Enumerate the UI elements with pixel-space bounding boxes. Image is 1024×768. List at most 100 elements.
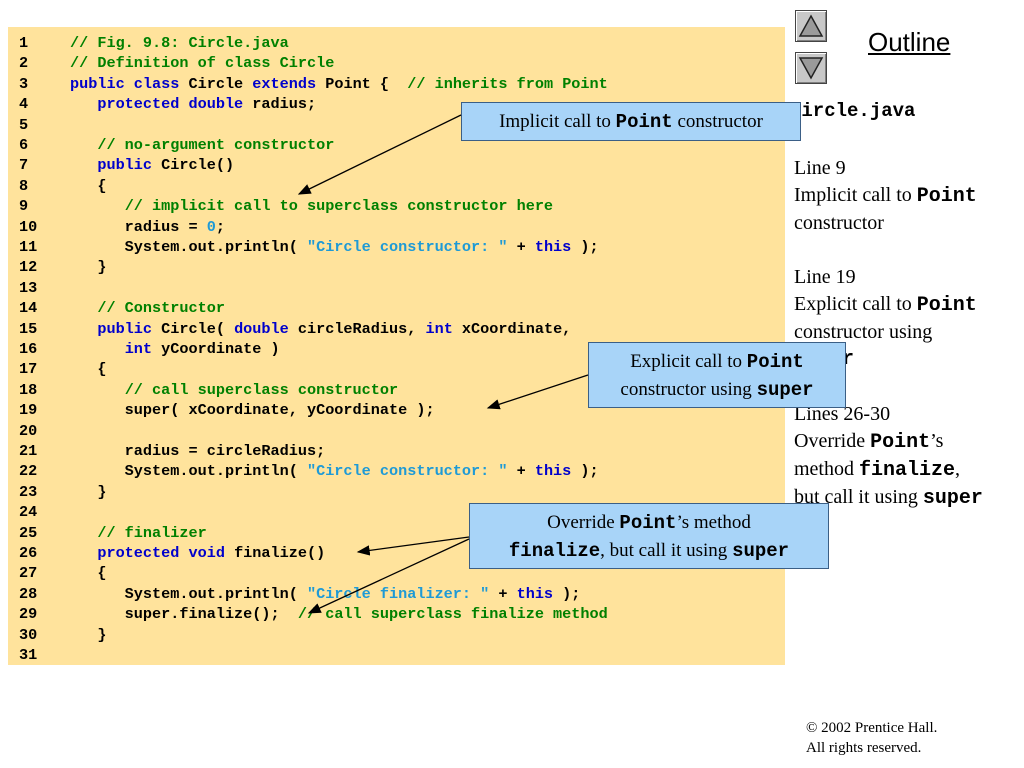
line-number: 28	[19, 584, 38, 603]
code-token: // Fig. 9.8: Circle.java	[70, 34, 289, 52]
line-number: 25	[19, 523, 38, 542]
code-text: int yCoordinate )	[70, 339, 280, 359]
previous-slide-button[interactable]	[795, 10, 827, 42]
code-token: // call superclass constructor	[124, 380, 399, 399]
callout-override-finalize: Override Point’s method finalize, but ca…	[469, 503, 829, 569]
line-number: 30	[19, 625, 38, 644]
code-token: radius;	[243, 95, 317, 114]
code-token: extends	[252, 74, 317, 93]
outline-link[interactable]: Outline	[868, 27, 951, 57]
code-text: // no-argument constructor	[70, 135, 334, 155]
line-number: 18	[19, 380, 38, 399]
note-body: Implicit call to Point	[794, 184, 977, 208]
code-token: +	[507, 462, 535, 481]
code-text: // Fig. 9.8: Circle.java	[70, 33, 289, 53]
code-token: System.out.println(	[70, 462, 307, 481]
code-token: }	[70, 258, 107, 277]
code-token: Circle	[179, 74, 253, 93]
note-heading: Line 9	[794, 157, 846, 179]
line-number: 26	[19, 544, 38, 562]
next-slide-button[interactable]	[795, 52, 827, 84]
side-note-lines26-30: Lines 26-30 Override Point’s method fina…	[794, 401, 983, 512]
code-token: System.out.println(	[70, 238, 307, 256]
copyright-line: All rights reserved.	[806, 740, 922, 756]
note-body: constructor	[794, 212, 884, 234]
line-number: 14	[19, 299, 38, 318]
line-number: 1	[19, 34, 29, 52]
line-number: 7	[19, 156, 29, 175]
code-text: public class Circle extends Point { // i…	[70, 74, 608, 94]
code-token: "Circle finalizer: "	[306, 584, 490, 603]
code-token: // Definition of class Circle	[70, 54, 335, 73]
code-token: radius = circleRadius;	[70, 442, 326, 460]
code-token: 0	[206, 217, 216, 236]
code-token: {	[70, 176, 107, 195]
copyright-line: © 2002 Prentice Hall.	[806, 720, 938, 736]
code-text: protected void finalize()	[70, 543, 325, 563]
code-token: // finalizer	[97, 523, 207, 542]
note-body: Override Point’s	[794, 430, 944, 454]
code-text: {	[70, 359, 106, 379]
code-token: {	[70, 360, 107, 379]
line-number: 20	[19, 421, 38, 440]
line-number: 15	[19, 319, 38, 338]
line-number: 21	[19, 442, 38, 460]
arrow-to-line29	[307, 538, 470, 614]
code-token: {	[70, 564, 107, 583]
code-token: // Constructor	[97, 299, 225, 318]
code-text: protected double radius;	[70, 94, 316, 114]
code-token: protected double	[97, 95, 244, 114]
code-text: // implicit call to superclass construct…	[70, 196, 553, 216]
line-number: 8	[19, 176, 29, 195]
code-token: }	[70, 625, 107, 644]
triangle-up-icon	[798, 14, 824, 37]
code-token: "Circle constructor: "	[306, 238, 508, 256]
line-number: 9	[19, 197, 29, 216]
code-token: this	[534, 238, 572, 256]
code-token: );	[571, 238, 599, 256]
line-number: 13	[19, 278, 38, 297]
code-token: this	[534, 462, 572, 481]
line-number: 11	[19, 238, 38, 256]
line-number: 2	[19, 54, 29, 73]
code-text: {	[70, 563, 106, 583]
code-text: // Constructor	[70, 298, 225, 318]
line-number: 4	[19, 95, 29, 114]
code-text: System.out.println( "Circle constructor:…	[70, 461, 599, 481]
code-text: System.out.println( "Circle constructor:…	[70, 237, 599, 257]
arrow-to-line26	[356, 536, 470, 556]
arrow-to-line9	[297, 114, 462, 195]
code-text: }	[70, 482, 106, 502]
code-token: );	[571, 462, 599, 481]
line-number: 31	[19, 646, 38, 664]
code-text: public Circle()	[70, 155, 234, 175]
code-token: // implicit call to superclass construct…	[124, 197, 554, 216]
callout-implicit-call: Implicit call to Point constructor	[461, 102, 801, 141]
code-token: circleRadius,	[288, 319, 426, 338]
code-token: int	[425, 319, 453, 338]
code-token: int	[124, 340, 153, 358]
code-token: xCoordinate,	[452, 319, 572, 338]
code-text: super( xCoordinate, yCoordinate );	[70, 400, 435, 420]
note-body: Explicit call to Point	[794, 293, 977, 317]
side-file-name: Circle.java	[790, 100, 916, 122]
line-number: 29	[19, 605, 38, 624]
line-number: 10	[19, 217, 38, 236]
line-number: 23	[19, 482, 38, 501]
code-token: // no-argument constructor	[97, 136, 335, 154]
code-token: +	[507, 238, 535, 256]
code-token: finalize()	[224, 544, 326, 562]
code-token: // inherits from Point	[407, 74, 608, 93]
line-number: 22	[19, 462, 38, 481]
code-text: public Circle( double circleRadius, int …	[70, 319, 571, 339]
code-text: System.out.println( "Circle finalizer: "…	[70, 584, 581, 604]
code-token: );	[553, 584, 581, 603]
triangle-down-icon	[798, 57, 824, 80]
code-text: {	[70, 176, 106, 196]
code-token: super( xCoordinate, yCoordinate );	[70, 401, 435, 420]
code-token: Point {	[316, 74, 408, 93]
code-token: double	[234, 319, 289, 338]
code-text: // finalizer	[70, 523, 207, 543]
line-number: 16	[19, 340, 38, 358]
